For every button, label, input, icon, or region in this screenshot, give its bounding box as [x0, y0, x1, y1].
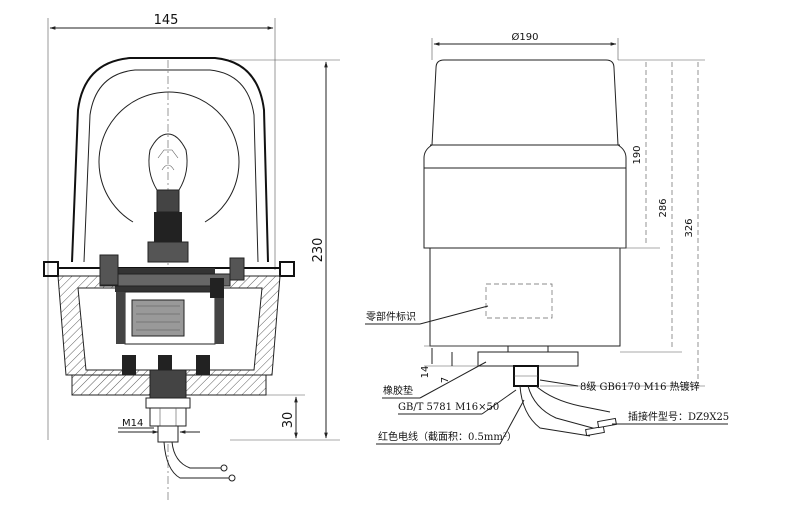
label-bolt: GB/T 5781 M16×50 — [398, 402, 499, 413]
dim-326: 326 — [684, 218, 695, 237]
label-nameplate: 零部件标识 — [366, 310, 416, 323]
dim-190: 190 — [632, 145, 643, 164]
dome-right — [423, 59, 627, 249]
left-view: 145 230 30 — [43, 13, 340, 500]
right-diameter-dim: Ø190 — [512, 31, 539, 43]
motor-assembly — [99, 254, 245, 345]
housing-right — [429, 247, 621, 347]
left-width-dim: 145 — [154, 13, 179, 28]
label-wire: 红色电线（截面积：0.5mm²） — [378, 430, 517, 443]
label-rubber-gasket: 橡胶垫 — [383, 384, 413, 397]
left-thread-dim: M14 — [122, 418, 143, 429]
reflector — [98, 91, 240, 223]
label-connector: 插接件型号：DZ9X25 — [628, 410, 729, 423]
lamp-dome — [71, 57, 269, 263]
right-view: Ø190 190 286 326 14 7 零部件标识 — [365, 31, 729, 445]
bulb — [147, 133, 189, 263]
left-base-dim: 30 — [281, 412, 296, 429]
dim-286: 286 — [658, 198, 669, 217]
label-nut: 8级 GB6170 M16 热镀锌 — [580, 380, 700, 393]
dim-14: 14 — [420, 366, 431, 379]
dim-7: 7 — [440, 377, 451, 383]
mount-bolt — [145, 397, 191, 443]
left-height-dim: 230 — [311, 238, 326, 263]
